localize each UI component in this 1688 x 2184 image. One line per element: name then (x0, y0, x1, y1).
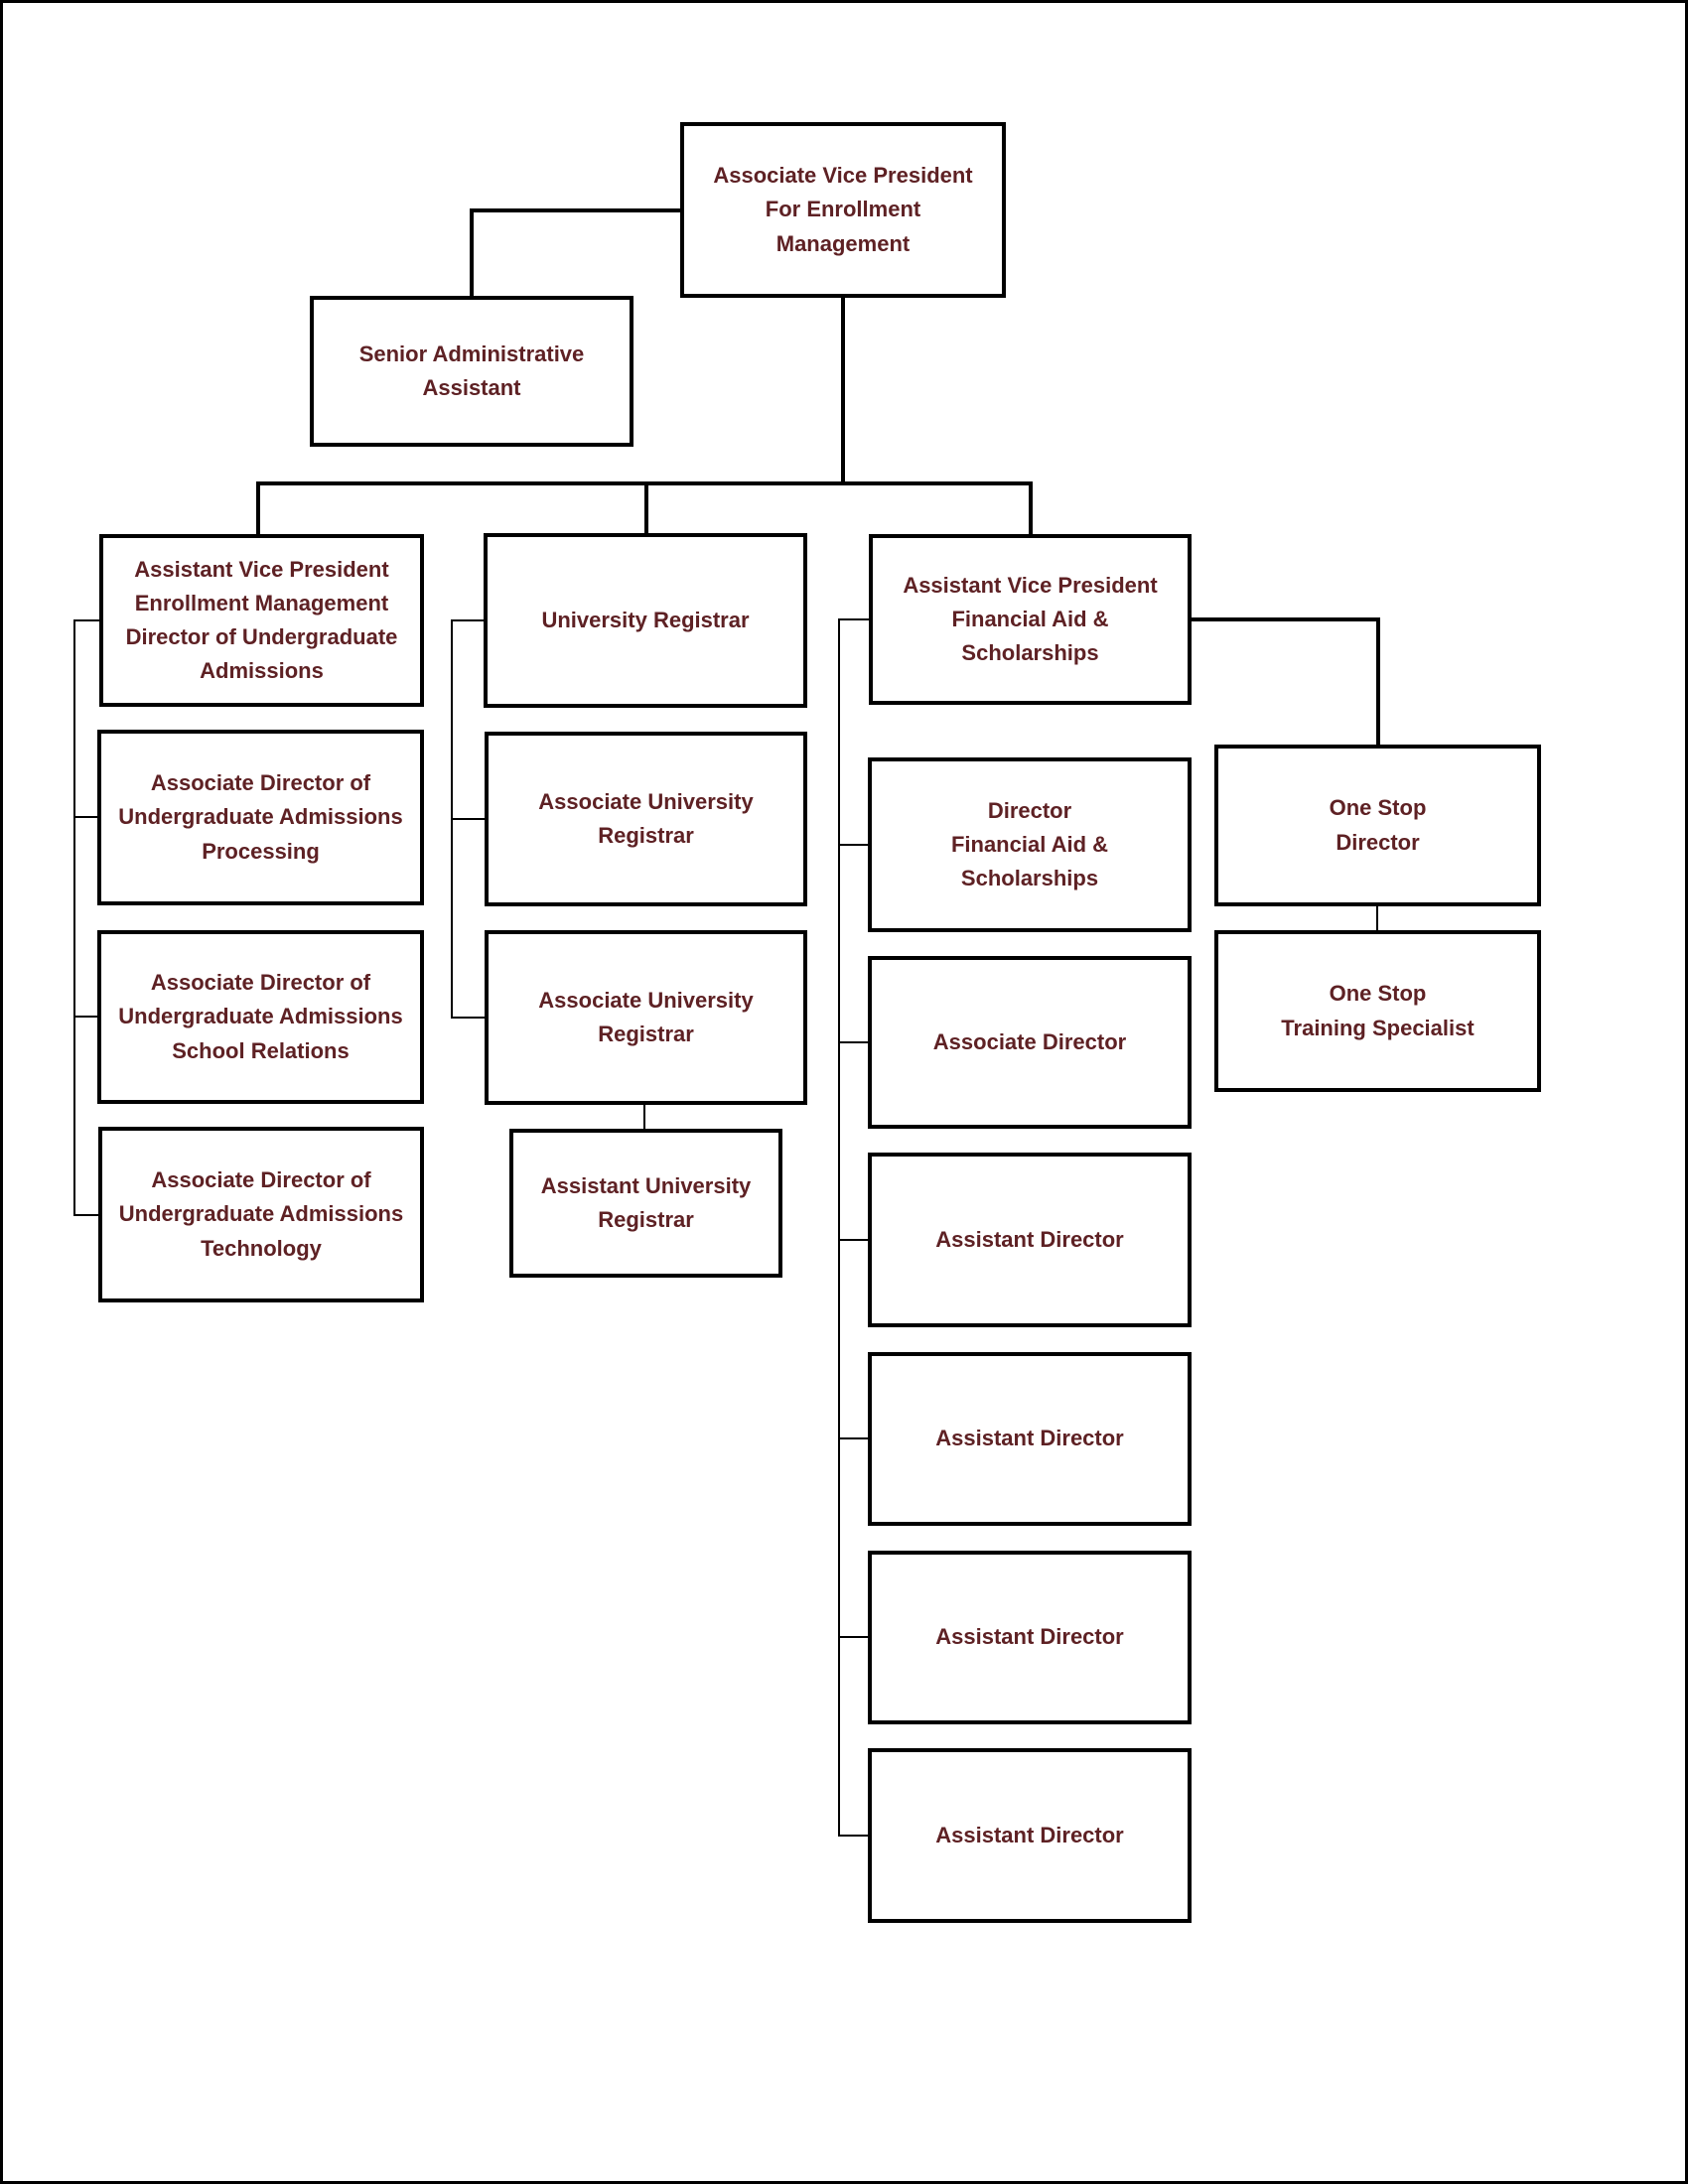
stub-asst-dir-1 (838, 1239, 868, 1241)
stub-assoc-dir-school-relations (73, 1016, 97, 1018)
stub-dir-financial-aid (838, 844, 868, 846)
org-box-avp-financial-aid: Assistant Vice President Financial Aid &… (869, 534, 1192, 705)
org-box-assoc-dir-processing: Associate Director of Undergraduate Admi… (97, 730, 424, 905)
stub-assoc-dir-technology (73, 1214, 98, 1216)
stub-avp-financial-aid (838, 618, 869, 620)
org-box-asst-univ-registrar: Assistant University Registrar (509, 1129, 782, 1278)
connector-drop-left (256, 481, 260, 534)
org-box-assoc-univ-registrar-1: Associate University Registrar (485, 732, 807, 906)
org-box-one-stop-training-specialist: One Stop Training Specialist (1214, 930, 1541, 1092)
rail-admissions (73, 619, 75, 1216)
org-box-university-registrar: University Registrar (484, 533, 807, 708)
org-box-asst-dir-3: Assistant Director (868, 1551, 1192, 1724)
connector-asst-univ-registrar (643, 1105, 645, 1129)
connector-senior-admin-vertical (470, 208, 474, 296)
connector-drop-middle (644, 481, 648, 534)
stub-avp-admissions (73, 619, 99, 621)
stub-university-registrar (451, 619, 484, 621)
org-box-avp-admissions: Assistant Vice President Enrollment Mana… (99, 534, 424, 707)
org-box-assoc-dir-financial-aid: Associate Director (868, 956, 1192, 1129)
rail-financial-aid (838, 618, 840, 1836)
org-box-assoc-univ-registrar-2: Associate University Registrar (485, 930, 807, 1105)
org-box-senior-admin-assistant: Senior Administrative Assistant (310, 296, 633, 447)
org-box-asst-dir-4: Assistant Director (868, 1748, 1192, 1923)
org-box-one-stop-director: One Stop Director (1214, 745, 1541, 906)
connector-senior-admin-horizontal (470, 208, 680, 212)
stub-asst-dir-4 (838, 1835, 868, 1837)
connector-one-stop-vertical (1376, 617, 1380, 745)
org-box-asst-dir-1: Assistant Director (868, 1153, 1192, 1327)
connector-one-stop-horizontal (1192, 617, 1378, 621)
stub-asst-dir-2 (838, 1437, 868, 1439)
connector-one-stop-training (1376, 906, 1378, 930)
stub-assoc-dir-processing (73, 816, 97, 818)
stub-asst-dir-3 (838, 1636, 868, 1638)
org-box-assoc-dir-technology: Associate Director of Undergraduate Admi… (98, 1127, 424, 1302)
org-box-assoc-dir-school-relations: Associate Director of Undergraduate Admi… (97, 930, 424, 1104)
connector-drop-right (1029, 481, 1033, 534)
stub-assoc-univ-registrar-1 (451, 818, 485, 820)
stub-assoc-univ-registrar-2 (451, 1017, 485, 1019)
org-box-dir-financial-aid: Director Financial Aid & Scholarships (868, 757, 1192, 932)
org-box-avp-enrollment: Associate Vice President For Enrollment … (680, 122, 1006, 298)
org-box-asst-dir-2: Assistant Director (868, 1352, 1192, 1526)
connector-avp-riser (841, 298, 845, 483)
stub-assoc-dir-financial-aid (838, 1041, 868, 1043)
